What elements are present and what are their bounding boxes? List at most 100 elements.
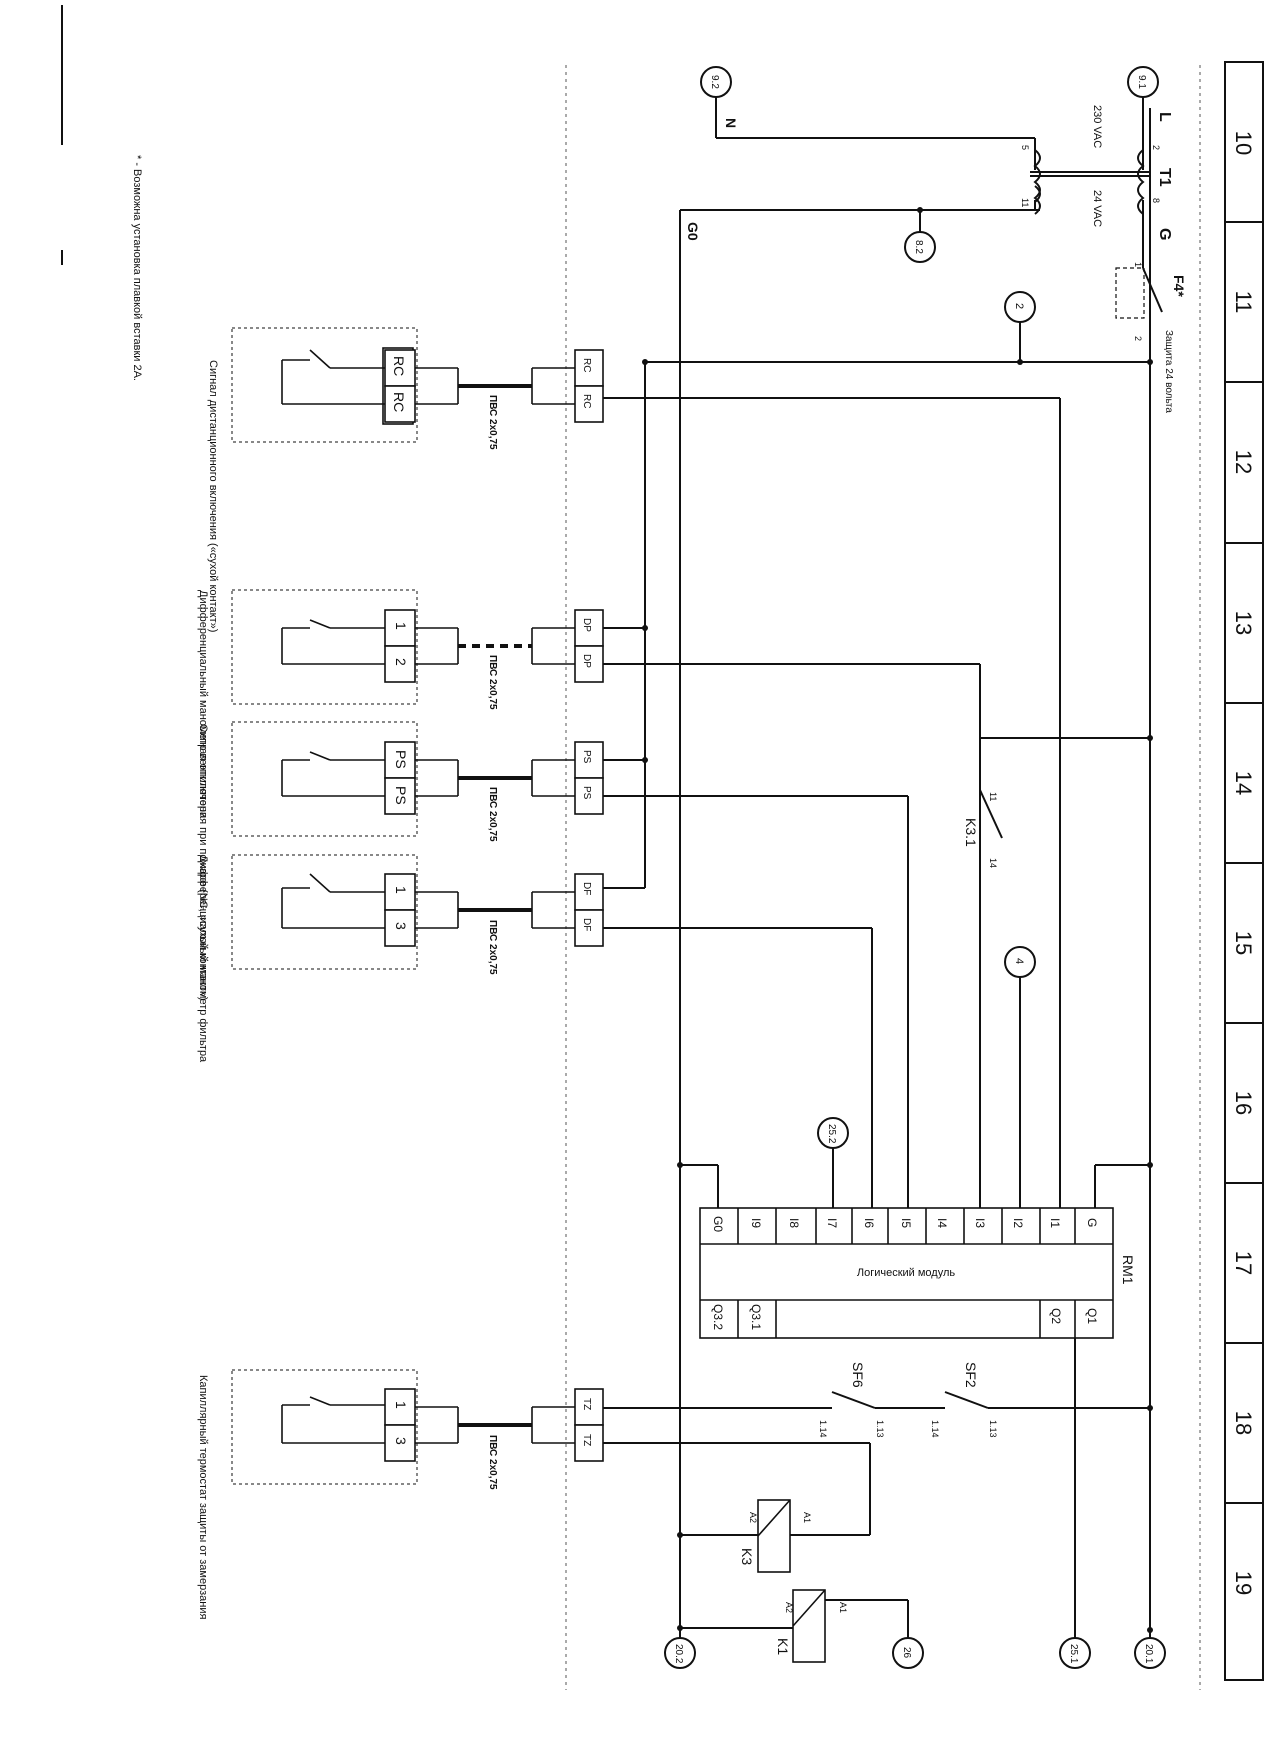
svg-text:1.13: 1.13 (988, 1420, 998, 1438)
svg-text:G0: G0 (685, 222, 701, 241)
terminal-rc: RC RC (574, 349, 604, 423)
fuse-f4: F4* Защита 24 вольта 1 2 (1115, 260, 1187, 413)
svg-text:DF: DF (581, 918, 592, 931)
svg-text:ПВС 2х0,75: ПВС 2х0,75 (487, 395, 498, 450)
svg-text:RM1: RM1 (1120, 1255, 1136, 1285)
ref-25-2: 25.2 (817, 1117, 849, 1149)
svg-text:1: 1 (393, 1401, 409, 1409)
terminal-ps: PS PS (574, 741, 604, 815)
ref-8-2: 8.2 (904, 207, 936, 263)
svg-text:F4*: F4* (1171, 275, 1187, 297)
svg-text:ПВС 2х0,75: ПВС 2х0,75 (487, 787, 498, 842)
svg-text:I7: I7 (825, 1218, 839, 1228)
svg-text:L: L (1156, 112, 1173, 122)
column-number: 16 (1231, 1091, 1256, 1115)
terminal-df: DF DF (574, 873, 604, 947)
svg-text:PS: PS (581, 786, 592, 800)
svg-text:N: N (723, 118, 739, 128)
device-fan-pressure-switch: 1 2 Дифференциальный манометр вентилятор… (197, 589, 418, 819)
svg-text:2: 2 (1151, 145, 1161, 150)
ref-20-2: 20.2 (664, 1637, 696, 1669)
svg-text:PS: PS (393, 750, 409, 769)
svg-text:2: 2 (1013, 303, 1025, 309)
svg-text:9.2: 9.2 (709, 75, 720, 89)
svg-text:I4: I4 (935, 1218, 949, 1228)
svg-text:I5: I5 (899, 1218, 913, 1228)
device-fire-signal: PS PS Сигнал отключения при пожаре (NC, … (197, 721, 418, 1001)
breaker-sf6: SF6 1.13 1.14 (818, 1362, 885, 1438)
svg-text:8: 8 (1151, 198, 1161, 203)
svg-text:SF2: SF2 (963, 1362, 979, 1388)
svg-text:Дифференциальный манометр филь: Дифференциальный манометр фильтра (197, 855, 209, 1063)
svg-text:A2: A2 (748, 1512, 758, 1523)
svg-text:K3.1: K3.1 (963, 818, 979, 847)
column-number: 15 (1231, 931, 1256, 955)
svg-text:Сигнал дистанционного включени: Сигнал дистанционного включения («сухой … (207, 360, 219, 632)
svg-text:11: 11 (1020, 198, 1030, 207)
svg-text:I9: I9 (749, 1218, 763, 1228)
column-number: 11 (1231, 291, 1256, 314)
device-remote-start: RC RC Сигнал дистанционного включения («… (207, 327, 418, 632)
svg-text:Q2: Q2 (1049, 1308, 1063, 1324)
svg-text:ПВС 2х0,75: ПВС 2х0,75 (487, 655, 498, 710)
svg-text:25.2: 25.2 (826, 1124, 837, 1144)
svg-text:20.2: 20.2 (673, 1644, 684, 1664)
column-number: 12 (1231, 450, 1256, 474)
column-number: 10 (1231, 131, 1256, 155)
svg-text:25.1: 25.1 (1068, 1644, 1079, 1664)
logic-module-rm1: G I1 I2 I3 I4 I5 I6 I7 I8 I9 G0 Логическ… (699, 1207, 1136, 1339)
svg-text:A2: A2 (784, 1602, 794, 1613)
ref-4: 4 (1004, 946, 1036, 978)
device-frost-thermostat: 1 3 Капиллярный термостат защиты от заме… (197, 1369, 418, 1619)
svg-text:2: 2 (393, 658, 409, 666)
svg-text:9.1: 9.1 (1136, 75, 1147, 89)
svg-text:1.14: 1.14 (818, 1420, 828, 1438)
svg-text:I3: I3 (973, 1218, 987, 1228)
svg-text:A1: A1 (802, 1512, 812, 1523)
svg-text:RC: RC (391, 392, 407, 412)
svg-text:Сигнал отключения при пожаре (: Сигнал отключения при пожаре (NC, «сухой… (197, 724, 209, 1001)
svg-text:8.2: 8.2 (913, 240, 924, 254)
svg-text:PS: PS (393, 786, 409, 805)
svg-text:ПВС 2х0,75: ПВС 2х0,75 (487, 1435, 498, 1490)
svg-text:1.13: 1.13 (875, 1420, 885, 1438)
svg-text:* - Возможна установка плавкой: * - Возможна установка плавкой вставки 2… (131, 155, 143, 381)
svg-text:K3: K3 (739, 1548, 755, 1565)
svg-text:5: 5 (1020, 145, 1030, 150)
svg-text:DP: DP (581, 618, 592, 632)
column-number: 18 (1231, 1411, 1256, 1435)
svg-text:230 VAC: 230 VAC (1091, 105, 1103, 148)
svg-text:RC: RC (391, 356, 407, 376)
column-number: 19 (1231, 1571, 1256, 1595)
svg-text:1: 1 (393, 886, 409, 894)
svg-text:RC: RC (581, 394, 592, 408)
ref-2: 2 (1004, 291, 1036, 323)
ref-9-2: 9.2 (700, 66, 732, 115)
svg-text:G: G (1085, 1218, 1099, 1227)
svg-text:Дифференциальный манометр вент: Дифференциальный манометр вентилятора (197, 590, 209, 819)
terminal-dp: DP DP (574, 609, 604, 683)
relay-k1: A1 A2 K1 (680, 1589, 909, 1663)
svg-text:DP: DP (581, 654, 592, 668)
svg-text:G: G (1156, 228, 1173, 240)
svg-text:RC: RC (581, 358, 592, 372)
contact-k3-1: K3.1 11 14 (963, 735, 1153, 868)
svg-text:A1: A1 (838, 1602, 848, 1613)
svg-text:Q1: Q1 (1085, 1308, 1099, 1324)
svg-text:I2: I2 (1011, 1218, 1025, 1228)
relay-k3: A1 A2 K3 (680, 1499, 830, 1573)
svg-text:1.14: 1.14 (930, 1420, 940, 1438)
svg-text:11: 11 (988, 792, 998, 801)
svg-text:PS: PS (581, 750, 592, 764)
svg-text:4: 4 (1013, 958, 1025, 964)
svg-text:14: 14 (988, 858, 998, 868)
column-number-strip: 10 11 12 13 14 15 16 17 18 19 (1224, 61, 1264, 1681)
svg-text:Q3.2: Q3.2 (711, 1304, 725, 1330)
ref-9-1: 9.1 (1127, 66, 1159, 110)
svg-text:Защита 24 вольта: Защита 24 вольта (1163, 330, 1174, 413)
footnote: * - Возможна установка плавкой вставки 2… (131, 155, 143, 381)
svg-text:1: 1 (393, 622, 409, 630)
column-number: 17 (1231, 1251, 1256, 1275)
